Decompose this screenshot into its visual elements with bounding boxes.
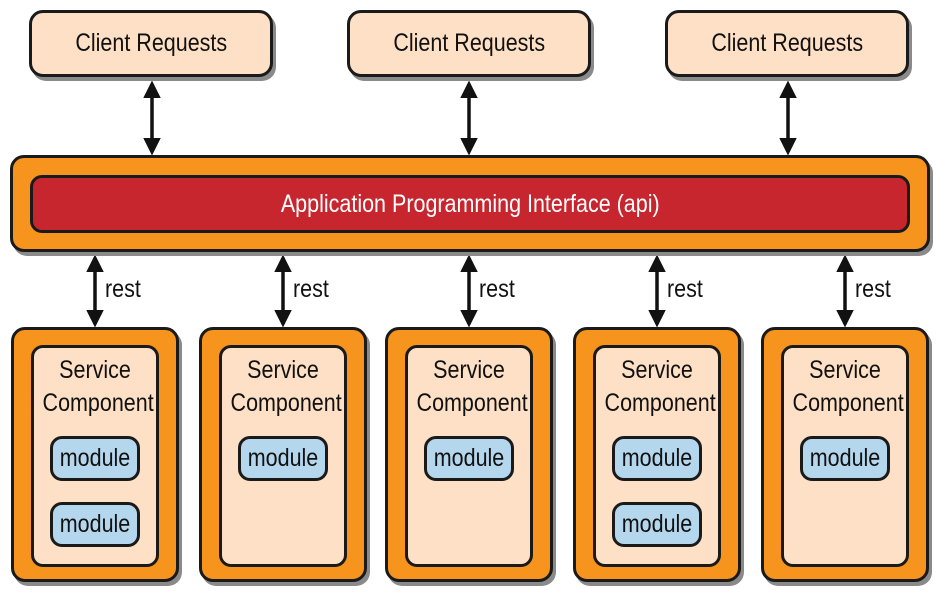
service-component-title: Service Component [408, 354, 530, 420]
rest-label: rest [667, 275, 703, 303]
client-requests-label: Client Requests [75, 29, 227, 57]
service-component: Service Component module module [573, 327, 741, 582]
service-component: Service Component module [385, 327, 553, 582]
client-requests-box: Client Requests [29, 10, 273, 77]
module-box: module [238, 436, 328, 481]
module-label: module [621, 510, 693, 538]
service-component-body: Service Component module [219, 345, 347, 567]
module-box: module [800, 436, 890, 481]
service-title-line: Component [792, 389, 904, 417]
rest-label: rest [855, 275, 891, 303]
module-label: module [59, 444, 131, 472]
service-title-line: Component [230, 389, 342, 417]
service-component-body: Service Component module module [31, 345, 159, 567]
service-component-title: Service Component [222, 354, 344, 420]
module-label: module [433, 444, 505, 472]
service-title-line: Service [433, 356, 505, 384]
service-title-line: Component [604, 389, 716, 417]
rest-label: rest [105, 275, 141, 303]
service-component-title: Service Component [784, 354, 906, 420]
module-box: module [424, 436, 514, 481]
service-component: Service Component module module [11, 327, 179, 582]
module-box: module [50, 502, 140, 547]
service-title-line: Service [621, 356, 693, 384]
service-title-line: Component [416, 389, 528, 417]
service-title-line: Service [809, 356, 881, 384]
module-label: module [621, 444, 693, 472]
module-label: module [809, 444, 881, 472]
service-title-line: Service [247, 356, 319, 384]
service-title-line: Service [59, 356, 131, 384]
service-component: Service Component module [199, 327, 367, 582]
service-component: Service Component module [761, 327, 929, 582]
rest-label: rest [479, 275, 515, 303]
client-requests-box: Client Requests [665, 10, 909, 77]
service-component-title: Service Component [34, 354, 156, 420]
api-layer: Application Programming Interface (api) [10, 155, 930, 252]
api-bar: Application Programming Interface (api) [30, 175, 910, 233]
service-component-body: Service Component module module [593, 345, 721, 567]
service-component-title: Service Component [596, 354, 718, 420]
rest-label: rest [293, 275, 329, 303]
service-title-line: Component [42, 389, 154, 417]
module-box: module [612, 436, 702, 481]
service-component-body: Service Component module [405, 345, 533, 567]
module-box: module [50, 436, 140, 481]
client-requests-label: Client Requests [711, 29, 863, 57]
module-label: module [247, 444, 319, 472]
module-box: module [612, 502, 702, 547]
client-requests-label: Client Requests [393, 29, 545, 57]
api-label: Application Programming Interface (api) [280, 189, 660, 218]
client-requests-box: Client Requests [347, 10, 591, 77]
service-component-body: Service Component module [781, 345, 909, 567]
module-label: module [59, 510, 131, 538]
